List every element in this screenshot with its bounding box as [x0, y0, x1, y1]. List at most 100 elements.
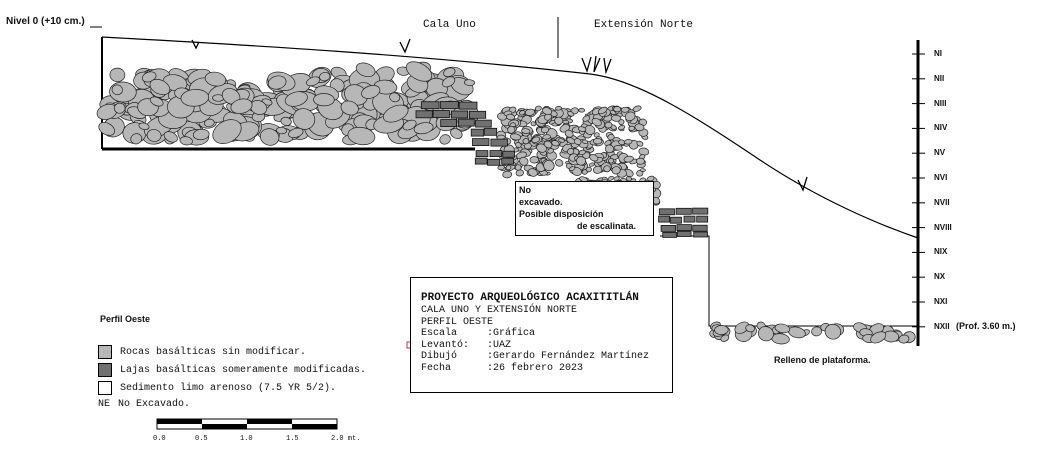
slab [683, 215, 696, 223]
scale-bar [156, 418, 338, 430]
rock [624, 111, 636, 122]
rock [898, 334, 910, 344]
rock [811, 326, 823, 337]
legend-ne-key: NE [98, 399, 111, 410]
rock [558, 138, 565, 143]
rock [443, 67, 456, 78]
rock [824, 323, 842, 340]
rock [774, 323, 791, 334]
project-title: PROYECTO ARQUEOLÓGICO ACAXITITLÁN [421, 292, 639, 304]
rock [111, 84, 123, 96]
slab [420, 101, 440, 110]
slab [501, 157, 514, 165]
slab [489, 150, 503, 158]
legend-slabs: Lajas basálticas someramente modificadas… [98, 363, 366, 377]
legend-slabs-text: Lajas basálticas someramente modificadas… [120, 364, 367, 376]
level-label: NV [934, 148, 946, 158]
rock [640, 168, 646, 172]
rock [463, 79, 476, 86]
level-label: NII [934, 73, 945, 83]
title-value: :UAZ [487, 339, 512, 351]
rock [611, 114, 622, 122]
rock [531, 136, 541, 144]
ne-line-4: de escalinata. [577, 221, 637, 231]
level-label: NXII [934, 321, 950, 331]
slab [440, 119, 457, 127]
slab [458, 101, 478, 110]
rock [555, 106, 562, 111]
rock [623, 139, 633, 145]
slab [450, 110, 469, 119]
rock [636, 169, 644, 177]
level-ticks [912, 53, 925, 328]
rock [635, 157, 645, 165]
title-row-drawn: Dibujó :Gerardo Fernández Martínez [421, 351, 672, 363]
rock [502, 170, 513, 179]
slab [432, 110, 450, 118]
rock [568, 166, 576, 171]
rock [613, 106, 622, 113]
slab [472, 138, 490, 147]
title-key: Escala [421, 328, 458, 339]
slab-fill [415, 101, 709, 238]
slab [490, 138, 508, 147]
slab [692, 207, 709, 215]
rock [551, 140, 560, 147]
rock [714, 325, 729, 335]
rock [514, 164, 522, 171]
rock [547, 148, 555, 154]
rock [203, 118, 215, 128]
slab [458, 118, 475, 127]
rock [618, 119, 625, 125]
rock [521, 128, 531, 134]
rock [591, 117, 602, 127]
level-label: NVIII [934, 222, 952, 232]
level-label: NIII [934, 98, 947, 108]
slab [658, 215, 670, 223]
rock [402, 119, 417, 131]
platform-fill-label: Relleno de plataforma. [774, 355, 871, 365]
rock [757, 326, 774, 342]
rock [306, 76, 321, 87]
rock [382, 104, 409, 123]
slab [660, 224, 676, 232]
scale-label: 1.5 [286, 435, 299, 443]
rock [163, 131, 178, 143]
section-title-cala-uno: Cala Uno [423, 19, 476, 31]
level-label: NX [934, 272, 946, 282]
project-subtitle-1: CALA UNO Y EXTENSIÓN NORTE [421, 305, 578, 316]
slab [502, 150, 515, 158]
slab [470, 128, 485, 137]
rock [113, 102, 126, 114]
level-label: NIX [934, 247, 948, 257]
rock [611, 166, 621, 175]
rock [582, 115, 591, 122]
slab [692, 224, 708, 232]
rock [564, 129, 574, 138]
rock [439, 134, 451, 145]
rock [280, 116, 292, 126]
rock [519, 156, 529, 166]
slab [474, 157, 488, 165]
rock [543, 160, 555, 172]
ne-line-1: No [519, 185, 531, 195]
rock [179, 136, 193, 146]
rock [581, 139, 589, 144]
rock [578, 149, 586, 156]
rock [340, 100, 359, 116]
rock [389, 92, 401, 103]
rock [505, 113, 516, 121]
rock [534, 105, 542, 112]
rock [623, 155, 634, 163]
rock [613, 145, 623, 151]
slab [658, 208, 675, 216]
rock [592, 138, 603, 145]
rock [548, 120, 556, 125]
rock [589, 154, 599, 162]
rock [149, 96, 164, 107]
rock [577, 126, 587, 132]
rock [608, 158, 615, 164]
rock [284, 91, 308, 107]
rock [585, 166, 592, 173]
